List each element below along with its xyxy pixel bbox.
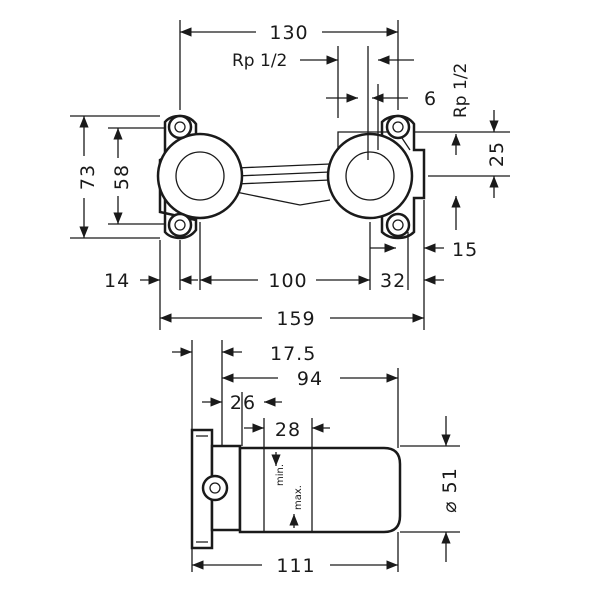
mounting-hole-tl: [167, 114, 193, 140]
side-cylinder: [238, 446, 402, 534]
ext-lines-top: [70, 20, 510, 330]
left-body-outer: [156, 132, 244, 220]
dim-6: 6: [424, 88, 437, 110]
left-body-inner: [175, 151, 225, 201]
dim-15: 15: [452, 239, 478, 261]
thread-label-right: Rp 1/2: [451, 63, 471, 118]
ext-lines-side: [191, 340, 460, 572]
dim-94: 94: [297, 368, 323, 390]
dim-111: 111: [276, 555, 315, 577]
mounting-hole-tr: [385, 114, 411, 140]
dim-100: 100: [268, 270, 307, 292]
dim-17-5: 17.5: [270, 343, 316, 365]
dim-26: 26: [230, 392, 256, 414]
mounting-hole-bl: [167, 212, 193, 238]
dim-159: 159: [276, 308, 315, 330]
dim-73: 73: [77, 164, 99, 190]
connecting-bar: [235, 163, 331, 206]
dim-25: 25: [486, 141, 508, 167]
dim-32: 32: [380, 270, 406, 292]
dim-28: 28: [275, 419, 301, 441]
top-view: 130 Rp 1/2 6 Rp 1/2 25 73 58 14 100: [70, 20, 510, 330]
right-body-inner: [345, 151, 395, 201]
dim-14: 14: [104, 270, 130, 292]
mounting-hole-br: [385, 212, 411, 238]
side-fitting: [201, 474, 229, 502]
dim-diameter-51: ⌀ 51: [439, 467, 461, 513]
right-body-outer: [326, 132, 414, 220]
dim-58: 58: [111, 164, 133, 190]
label-min: min.: [275, 464, 286, 486]
side-view: min. max. 17.5 94 26 28 ⌀ 51 111: [172, 340, 461, 577]
dim-130: 130: [269, 22, 308, 44]
label-max: max.: [293, 485, 304, 510]
thread-label-top: Rp 1/2: [232, 51, 287, 71]
